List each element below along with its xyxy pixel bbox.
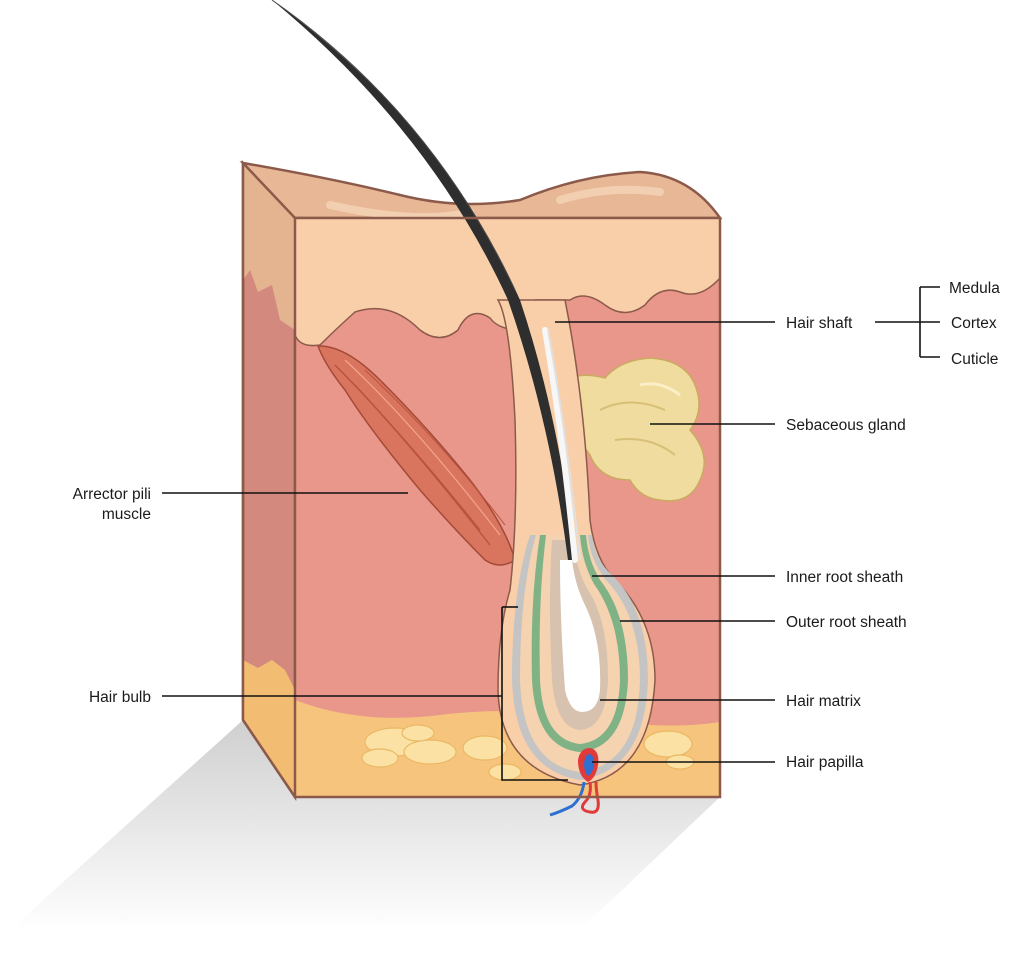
fat-cells <box>361 724 695 781</box>
hair-matrix-core <box>560 560 601 712</box>
skin-surface <box>239 161 723 220</box>
label-medula: Medula <box>949 280 1000 297</box>
label-cortex: Cortex <box>951 315 997 332</box>
label-hair-matrix: Hair matrix <box>786 693 861 710</box>
label-sebaceous-gland: Sebaceous gland <box>786 417 906 434</box>
floor-shadow <box>10 720 720 930</box>
label-arrector-pili-line1: Arrector pili <box>73 486 151 503</box>
skin-block-side <box>241 159 297 802</box>
leader-lines <box>162 286 940 781</box>
label-arrector-pili-line2: muscle <box>102 506 151 523</box>
label-hair-bulb: Hair bulb <box>89 689 151 706</box>
vein-icon <box>549 781 586 817</box>
label-hair-papilla: Hair papilla <box>786 754 864 771</box>
label-outer-root-sheath: Outer root sheath <box>786 614 907 631</box>
label-hair-shaft: Hair shaft <box>786 315 853 332</box>
label-cuticle: Cuticle <box>951 351 998 368</box>
label-inner-root-sheath: Inner root sheath <box>786 569 903 586</box>
sebaceous-gland <box>558 357 705 502</box>
arrector-pili-muscle <box>316 345 516 566</box>
